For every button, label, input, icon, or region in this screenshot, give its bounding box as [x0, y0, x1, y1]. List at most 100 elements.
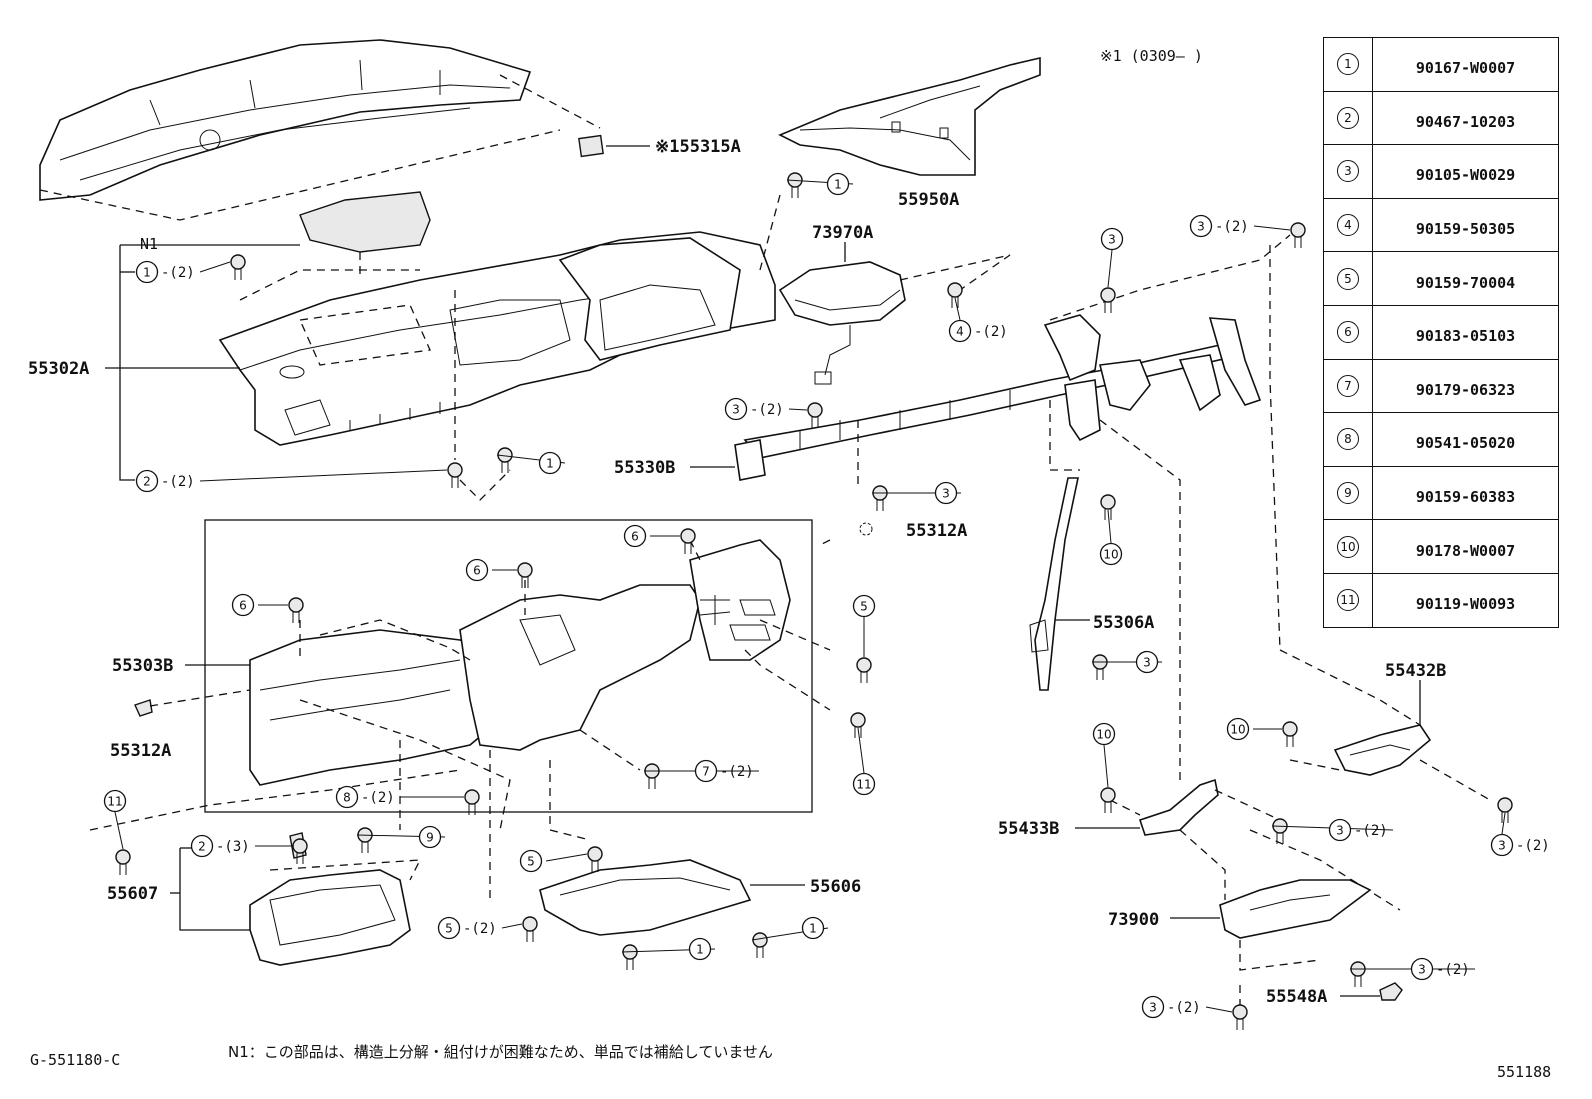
callout-circle [335, 785, 359, 809]
label-55315A: ※155315A [655, 137, 741, 157]
callout-ref-1: 1 [751, 916, 829, 958]
fastener-part-number: 90105-W0029 [1372, 144, 1559, 199]
fastener-ref-cell: 8 [1323, 412, 1373, 467]
label-55606: 55606 [810, 877, 861, 897]
callout-number: 10 [1103, 548, 1118, 562]
bolt-icon [447, 462, 463, 478]
fastener-ref-cell: 7 [1323, 358, 1373, 414]
callout-number: 5 [445, 922, 453, 936]
callout-circle [1226, 717, 1250, 741]
part-55306A-brace [1029, 477, 1079, 691]
callout-number: 6 [473, 564, 481, 578]
callout-circle [190, 834, 214, 858]
fastener-row: 5 90159-70004 [1323, 251, 1559, 306]
fastener-ref-cell: 3 [1323, 144, 1373, 199]
callout-ref-11: 11 [850, 712, 876, 796]
part-N1-cover [299, 191, 431, 253]
bolt-icon [288, 597, 304, 613]
callout-ref-3: 3-(2) [1189, 214, 1306, 248]
callout-circle [103, 789, 127, 813]
bolt-icon [1497, 797, 1513, 813]
callout-ref-5: 5 -(2) [437, 916, 538, 942]
fastener-ref-number: 7 [1337, 374, 1359, 397]
part-73900-bracket [1219, 879, 1372, 939]
footnote-n1: N1：この部品は、構造上分解・組付けが困難なため、単品では補給していません [228, 1043, 773, 1061]
callout-circle [135, 469, 159, 493]
bolt-icon [587, 846, 603, 862]
part-55315A-pad [578, 134, 604, 158]
label-55302A: 55302A [28, 359, 89, 379]
part-55302A-instrument-panel [218, 231, 776, 446]
callout-number: 1 [809, 922, 817, 936]
callout-number: 9 [426, 831, 434, 845]
fastener-part-number: 90467-10203 [1372, 90, 1559, 146]
bolt-icon [522, 916, 538, 932]
callout-circle [688, 937, 712, 961]
fastener-row: 2 90467-10203 [1323, 90, 1559, 146]
callout-ref-2: 2-(3) [190, 834, 308, 864]
callout-number: 2 [198, 840, 206, 854]
part-55303B-lower-panel [249, 539, 791, 786]
bolt-icon [947, 282, 963, 298]
callout-quantity: -(2) [720, 764, 754, 780]
diagram-code: G-551180-C [30, 1051, 120, 1069]
callout-circle [852, 772, 876, 796]
fastener-part-number: 90119-W0093 [1372, 572, 1559, 628]
fastener-ref-cell: 11 [1323, 572, 1373, 628]
fastener-part-number: 90541-05020 [1372, 412, 1559, 467]
callout-ref-8: 8 -(2) [335, 785, 480, 815]
callout-ref-5: 5 [519, 846, 603, 873]
part-55607-glove-box [249, 869, 411, 966]
callout-circle [801, 916, 825, 940]
callout-circle [724, 397, 748, 421]
callout-circle [948, 319, 972, 343]
callout-quantity: -(2) [1354, 823, 1388, 839]
fastener-ref-number: 9 [1337, 482, 1359, 505]
label-55548A: 55548A [1266, 987, 1327, 1007]
callout-ref-3: 3-(2) [1141, 995, 1248, 1030]
callout-number: 8 [343, 791, 351, 805]
callout-ref-6: 6 [231, 593, 304, 623]
callout-number: 6 [631, 530, 639, 544]
fastener-ref-cell: 9 [1323, 465, 1373, 521]
callout-quantity: -(2) [161, 474, 195, 490]
label-55432B: 55432B [1385, 661, 1446, 681]
callout-number: 11 [107, 795, 122, 809]
fastener-part-number: 90167-W0007 [1372, 37, 1559, 92]
fastener-part-number: 90159-60383 [1372, 465, 1559, 521]
fastener-ref-number: 5 [1337, 267, 1359, 290]
callout-ref-3: 3-(2) [724, 397, 823, 428]
callout-quantity: -(2) [161, 265, 195, 281]
callout-ref-9: 9 [356, 825, 446, 853]
callout-circle [1490, 833, 1514, 857]
callout-quantity: -(2) [361, 790, 395, 806]
bolt-icon [230, 254, 246, 270]
callout-ref-7: 7-(2) [644, 759, 759, 789]
callout-number: 2 [143, 475, 151, 489]
callout-circle [418, 825, 442, 849]
label-73970A: 73970A [812, 223, 873, 243]
bolt-icon [1100, 494, 1116, 510]
callout-number: 4 [956, 325, 964, 339]
callout-ref-11: 11 [103, 789, 131, 875]
fastener-part-number: 90183-05103 [1372, 304, 1559, 360]
callout-circle [934, 481, 958, 505]
fastener-ref-number: 2 [1337, 106, 1359, 129]
fastener-part-number: 90159-70004 [1372, 251, 1559, 306]
part-55548A-plug [1379, 982, 1403, 1001]
callout-ref-1: 1-(2) [135, 254, 246, 284]
label-55607: 55607 [107, 884, 158, 904]
callout-number: 3 [1336, 824, 1344, 838]
callout-circle [1100, 227, 1124, 251]
callout-quantity: -(2) [463, 921, 497, 937]
bolt-icon [1290, 222, 1306, 238]
part-55330B-reinforcement [734, 314, 1262, 481]
callout-circle [231, 593, 255, 617]
fastener-part-number: 90178-W0007 [1372, 519, 1559, 574]
